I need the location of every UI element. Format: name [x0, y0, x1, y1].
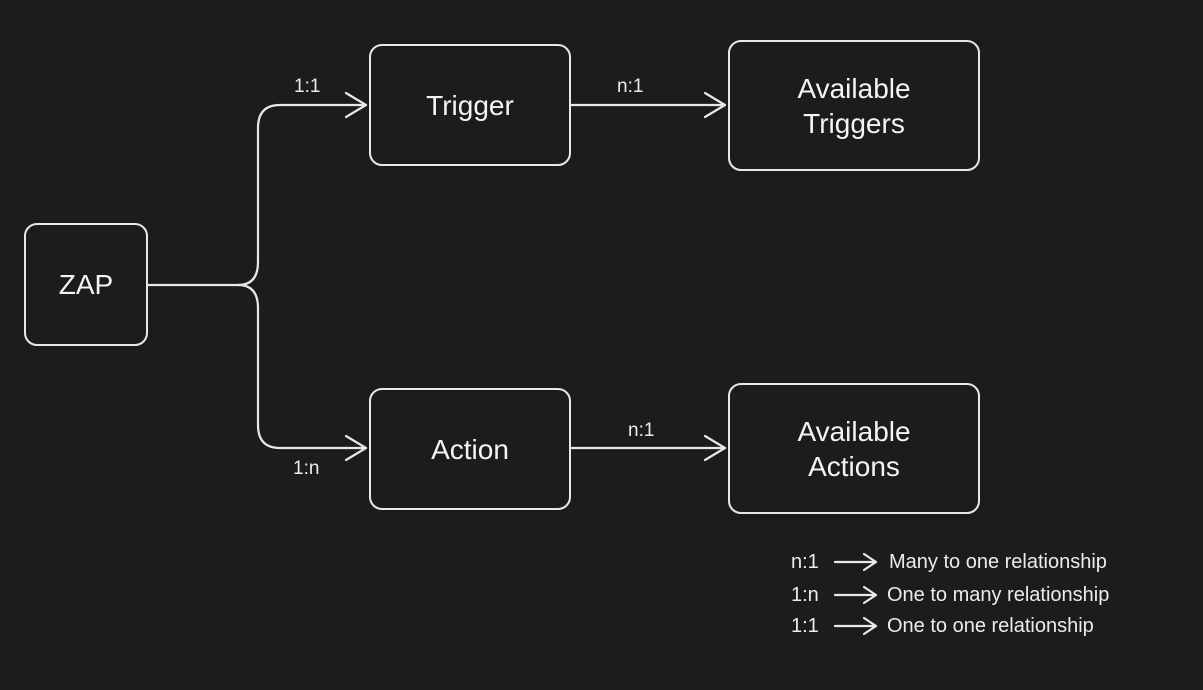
edge-label-zap-action: 1:n [293, 458, 320, 479]
arrowhead-trigger [344, 91, 368, 119]
legend-arrow-2 [833, 585, 878, 605]
legend-arrow-1 [833, 552, 878, 572]
node-zap-label: ZAP [58, 269, 114, 300]
node-available-triggers-line-2: Triggers [803, 107, 905, 139]
arrowhead-action [344, 434, 368, 462]
node-trigger-label: Trigger [426, 89, 514, 121]
edge-label-action-available: n:1 [628, 420, 655, 441]
node-available-triggers-line-1: Available [797, 72, 911, 104]
edge-label-zap-trigger: 1:1 [294, 76, 321, 97]
legend-key: 1:1 [791, 615, 819, 637]
connector-zap-to-action [236, 283, 368, 450]
arrowhead-available-triggers [703, 91, 727, 119]
connector-zap-to-trigger [236, 103, 368, 287]
legend-text: Many to one relationship [889, 551, 1107, 573]
edge-label-trigger-available: n:1 [617, 76, 644, 97]
node-zap: ZAP [24, 223, 148, 346]
legend-key: n:1 [791, 551, 819, 573]
node-available-actions-line-1: Available [797, 415, 911, 447]
legend-row: n:1 Many to one relationship [791, 552, 1107, 572]
node-trigger: Trigger [369, 44, 571, 166]
legend-arrow-3 [833, 616, 878, 636]
legend-row: 1:1 One to one relationship [791, 616, 1094, 636]
legend-text: One to one relationship [887, 615, 1094, 637]
node-action: Action [369, 388, 571, 510]
legend-text: One to many relationship [887, 584, 1110, 606]
node-action-label: Action [431, 433, 509, 465]
node-available-actions-line-2: Actions [808, 450, 900, 482]
legend-row: 1:n One to many relationship [791, 585, 1109, 605]
node-available-triggers: Available Triggers [728, 40, 980, 171]
arrowhead-available-actions [703, 434, 727, 462]
legend-key: 1:n [791, 584, 819, 606]
node-available-actions: Available Actions [728, 383, 980, 514]
